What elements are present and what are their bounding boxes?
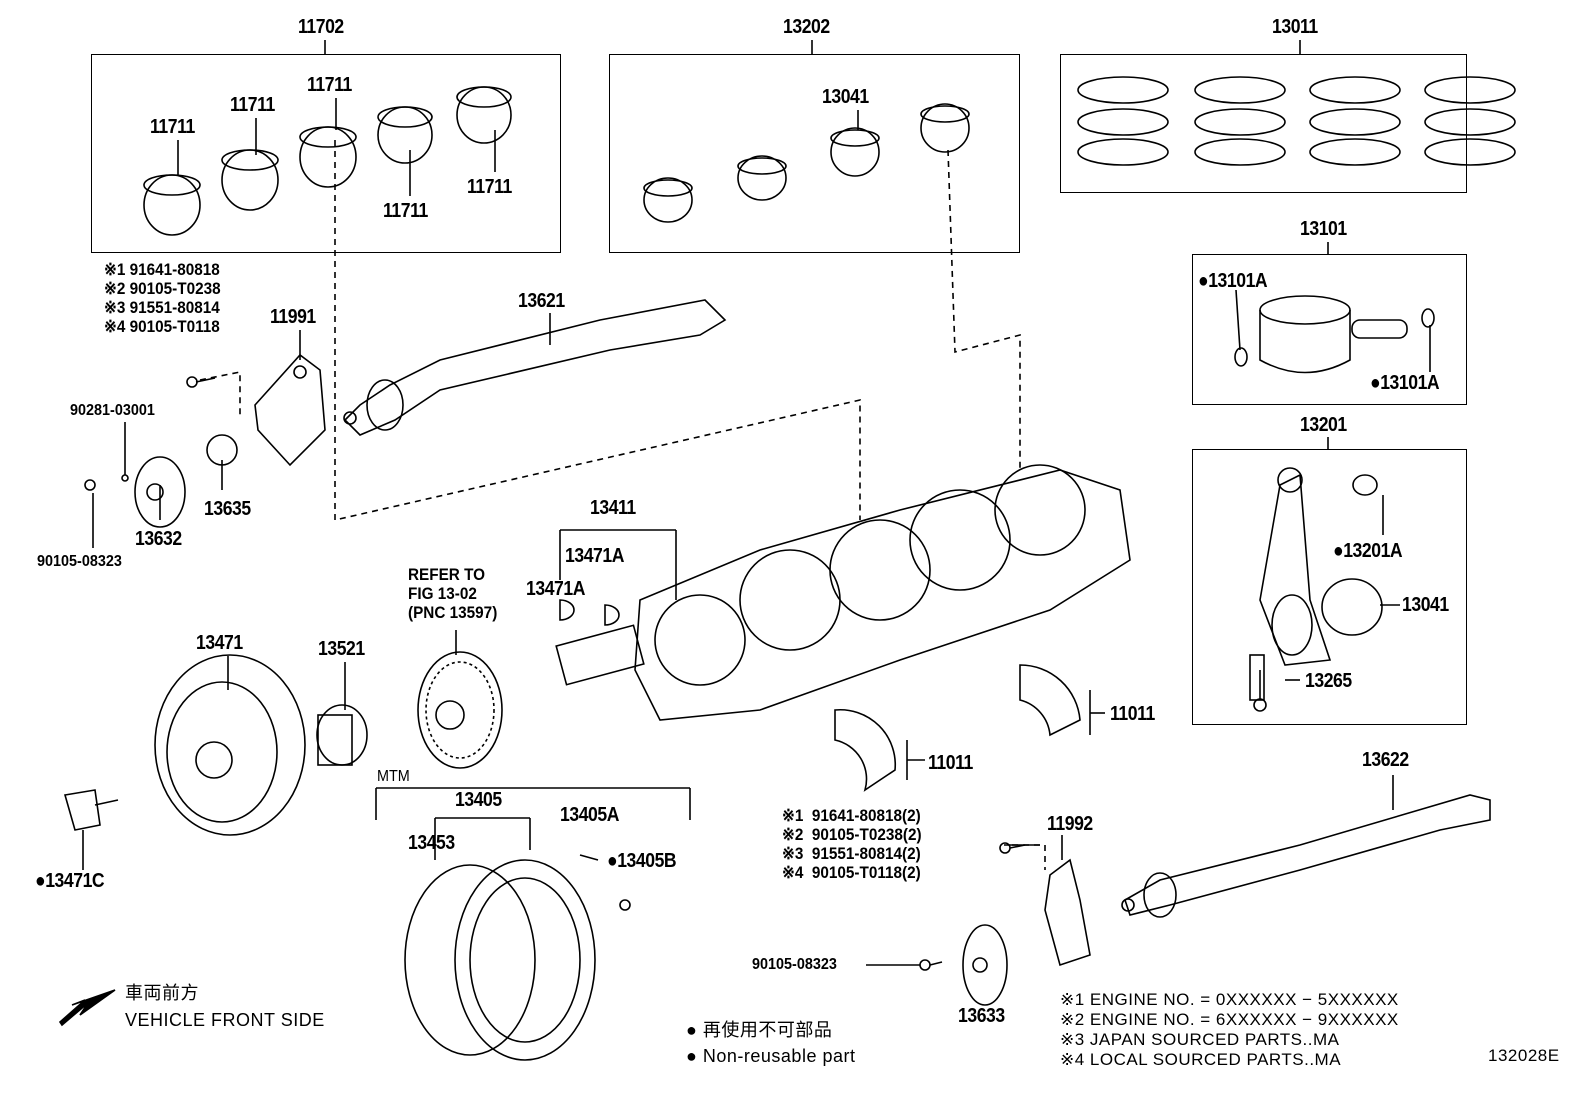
legend-jp-text: 再使用不可部品 — [702, 1020, 833, 1040]
part-label[interactable]: 13201 — [1300, 414, 1347, 436]
main-bearings — [143, 86, 512, 236]
vehicle-front-en: VEHICLE FRONT SIDE — [125, 1010, 325, 1030]
note-line: ※3 91551-80814 — [104, 298, 220, 317]
piston — [1234, 295, 1435, 374]
part-label[interactable]: 13622 — [1362, 749, 1409, 771]
part-label[interactable]: 90281-03001 — [70, 402, 155, 419]
part-label[interactable]: 13632 — [135, 528, 182, 550]
part-label[interactable]: ●13201A — [1333, 540, 1403, 562]
footnote: ※4 LOCAL SOURCED PARTS..MA — [1060, 1050, 1342, 1069]
part-label[interactable]: 13411 — [590, 497, 636, 519]
group-box-13101 — [1192, 254, 1467, 405]
footnote: ※1 ENGINE NO. = 0XXXXXX − 5XXXXXX — [1060, 990, 1399, 1009]
legend-jp: ● 再使用不可部品 — [686, 1020, 832, 1040]
part-label[interactable]: 13471 — [196, 632, 243, 654]
note-line: ※2 90105-T0238(2) — [782, 825, 922, 844]
part-label[interactable]: 13041 — [822, 86, 869, 108]
part-label[interactable]: 11991 — [270, 306, 316, 328]
non-reusable-marker-icon: ● — [686, 1020, 698, 1040]
legend-en: ● Non-reusable part — [686, 1046, 855, 1066]
legend-en-text: Non-reusable part — [702, 1046, 856, 1066]
group-box-13201 — [1192, 449, 1467, 725]
part-label[interactable]: ●13101A — [1370, 372, 1440, 394]
part-label[interactable]: 13471A — [526, 578, 586, 600]
part-label[interactable]: 13101 — [1300, 218, 1347, 240]
part-label[interactable]: 13521 — [318, 638, 365, 660]
note-line: ※4 90105-T0118(2) — [782, 863, 921, 882]
part-label[interactable]: 13011 — [1272, 16, 1318, 38]
part-label[interactable]: 11711 — [467, 176, 512, 198]
connecting-rod — [1249, 467, 1383, 701]
part-label[interactable]: 11011 — [1110, 703, 1155, 725]
note-line: ※1 91641-80818 — [104, 260, 220, 279]
small-bolts — [84, 376, 1267, 971]
front-arrow-icon — [58, 989, 116, 1027]
part-label[interactable]: 11992 — [1047, 813, 1093, 835]
part-label[interactable]: 13453 — [408, 832, 455, 854]
crankshaft — [555, 464, 1131, 721]
part-label[interactable]: ●13471C — [35, 870, 105, 892]
part-label[interactable]: 90105-08323 — [752, 956, 837, 973]
part-label[interactable]: 13405 — [455, 789, 502, 811]
part-label[interactable]: ●13405B — [607, 850, 677, 872]
rod-bearings — [643, 103, 970, 223]
notes-mid: ※1 91641-80818(2) ※2 90105-T0238(2) ※3 9… — [782, 806, 937, 882]
part-label[interactable]: 11711 — [383, 200, 428, 222]
pulleys-sprockets — [63, 353, 1091, 1061]
part-label[interactable]: 13635 — [204, 498, 251, 520]
part-label[interactable]: 11711 — [230, 94, 275, 116]
part-label[interactable]: ●13101A — [1198, 270, 1268, 292]
figure-id: 132028E — [1488, 1046, 1560, 1065]
footnote: ※2 ENGINE NO. = 6XXXXXX − 9XXXXXX — [1060, 1010, 1399, 1029]
note-line: ※1 91641-80818(2) — [782, 806, 921, 825]
group-box-11702 — [91, 54, 561, 253]
footnote: ※3 JAPAN SOURCED PARTS..MA — [1060, 1030, 1340, 1049]
leader-lines — [82, 40, 1431, 966]
part-label[interactable]: 13202 — [783, 16, 830, 38]
part-label[interactable]: 13633 — [958, 1005, 1005, 1027]
notes-top-left: ※1 91641-80818 ※2 90105-T0238 ※3 91551-8… — [104, 260, 234, 336]
note-line: ※2 90105-T0238 — [104, 279, 221, 298]
part-label[interactable]: 13471A — [565, 545, 625, 567]
group-box-13202 — [609, 54, 1020, 253]
part-label[interactable]: 11711 — [307, 74, 352, 96]
non-reusable-marker-icon: ● — [686, 1046, 698, 1066]
mtm-label: MTM — [377, 768, 410, 785]
part-label[interactable]: 11011 — [928, 752, 973, 774]
refer-note: REFER TO FIG 13-02 (PNC 13597) — [408, 565, 498, 622]
vehicle-front-jp: 車両前方 — [125, 983, 199, 1003]
note-line: ※3 91551-80814(2) — [782, 844, 921, 863]
part-label[interactable]: 90105-08323 — [37, 553, 122, 570]
part-label[interactable]: 13405A — [560, 804, 620, 826]
thrust-washers — [834, 664, 1081, 792]
part-label[interactable]: 11711 — [150, 116, 195, 138]
part-label[interactable]: 13265 — [1305, 670, 1352, 692]
note-line: ※4 90105-T0118 — [104, 317, 220, 336]
part-label[interactable]: 13621 — [518, 290, 565, 312]
piston-rings — [1077, 76, 1516, 166]
part-label[interactable]: 13041 — [1402, 594, 1449, 616]
footnotes: ※1 ENGINE NO. = 0XXXXXX − 5XXXXXX ※2 ENG… — [1060, 990, 1399, 1070]
group-box-13011 — [1060, 54, 1467, 193]
balance-shafts — [343, 299, 1491, 918]
part-label[interactable]: 11702 — [298, 16, 344, 38]
